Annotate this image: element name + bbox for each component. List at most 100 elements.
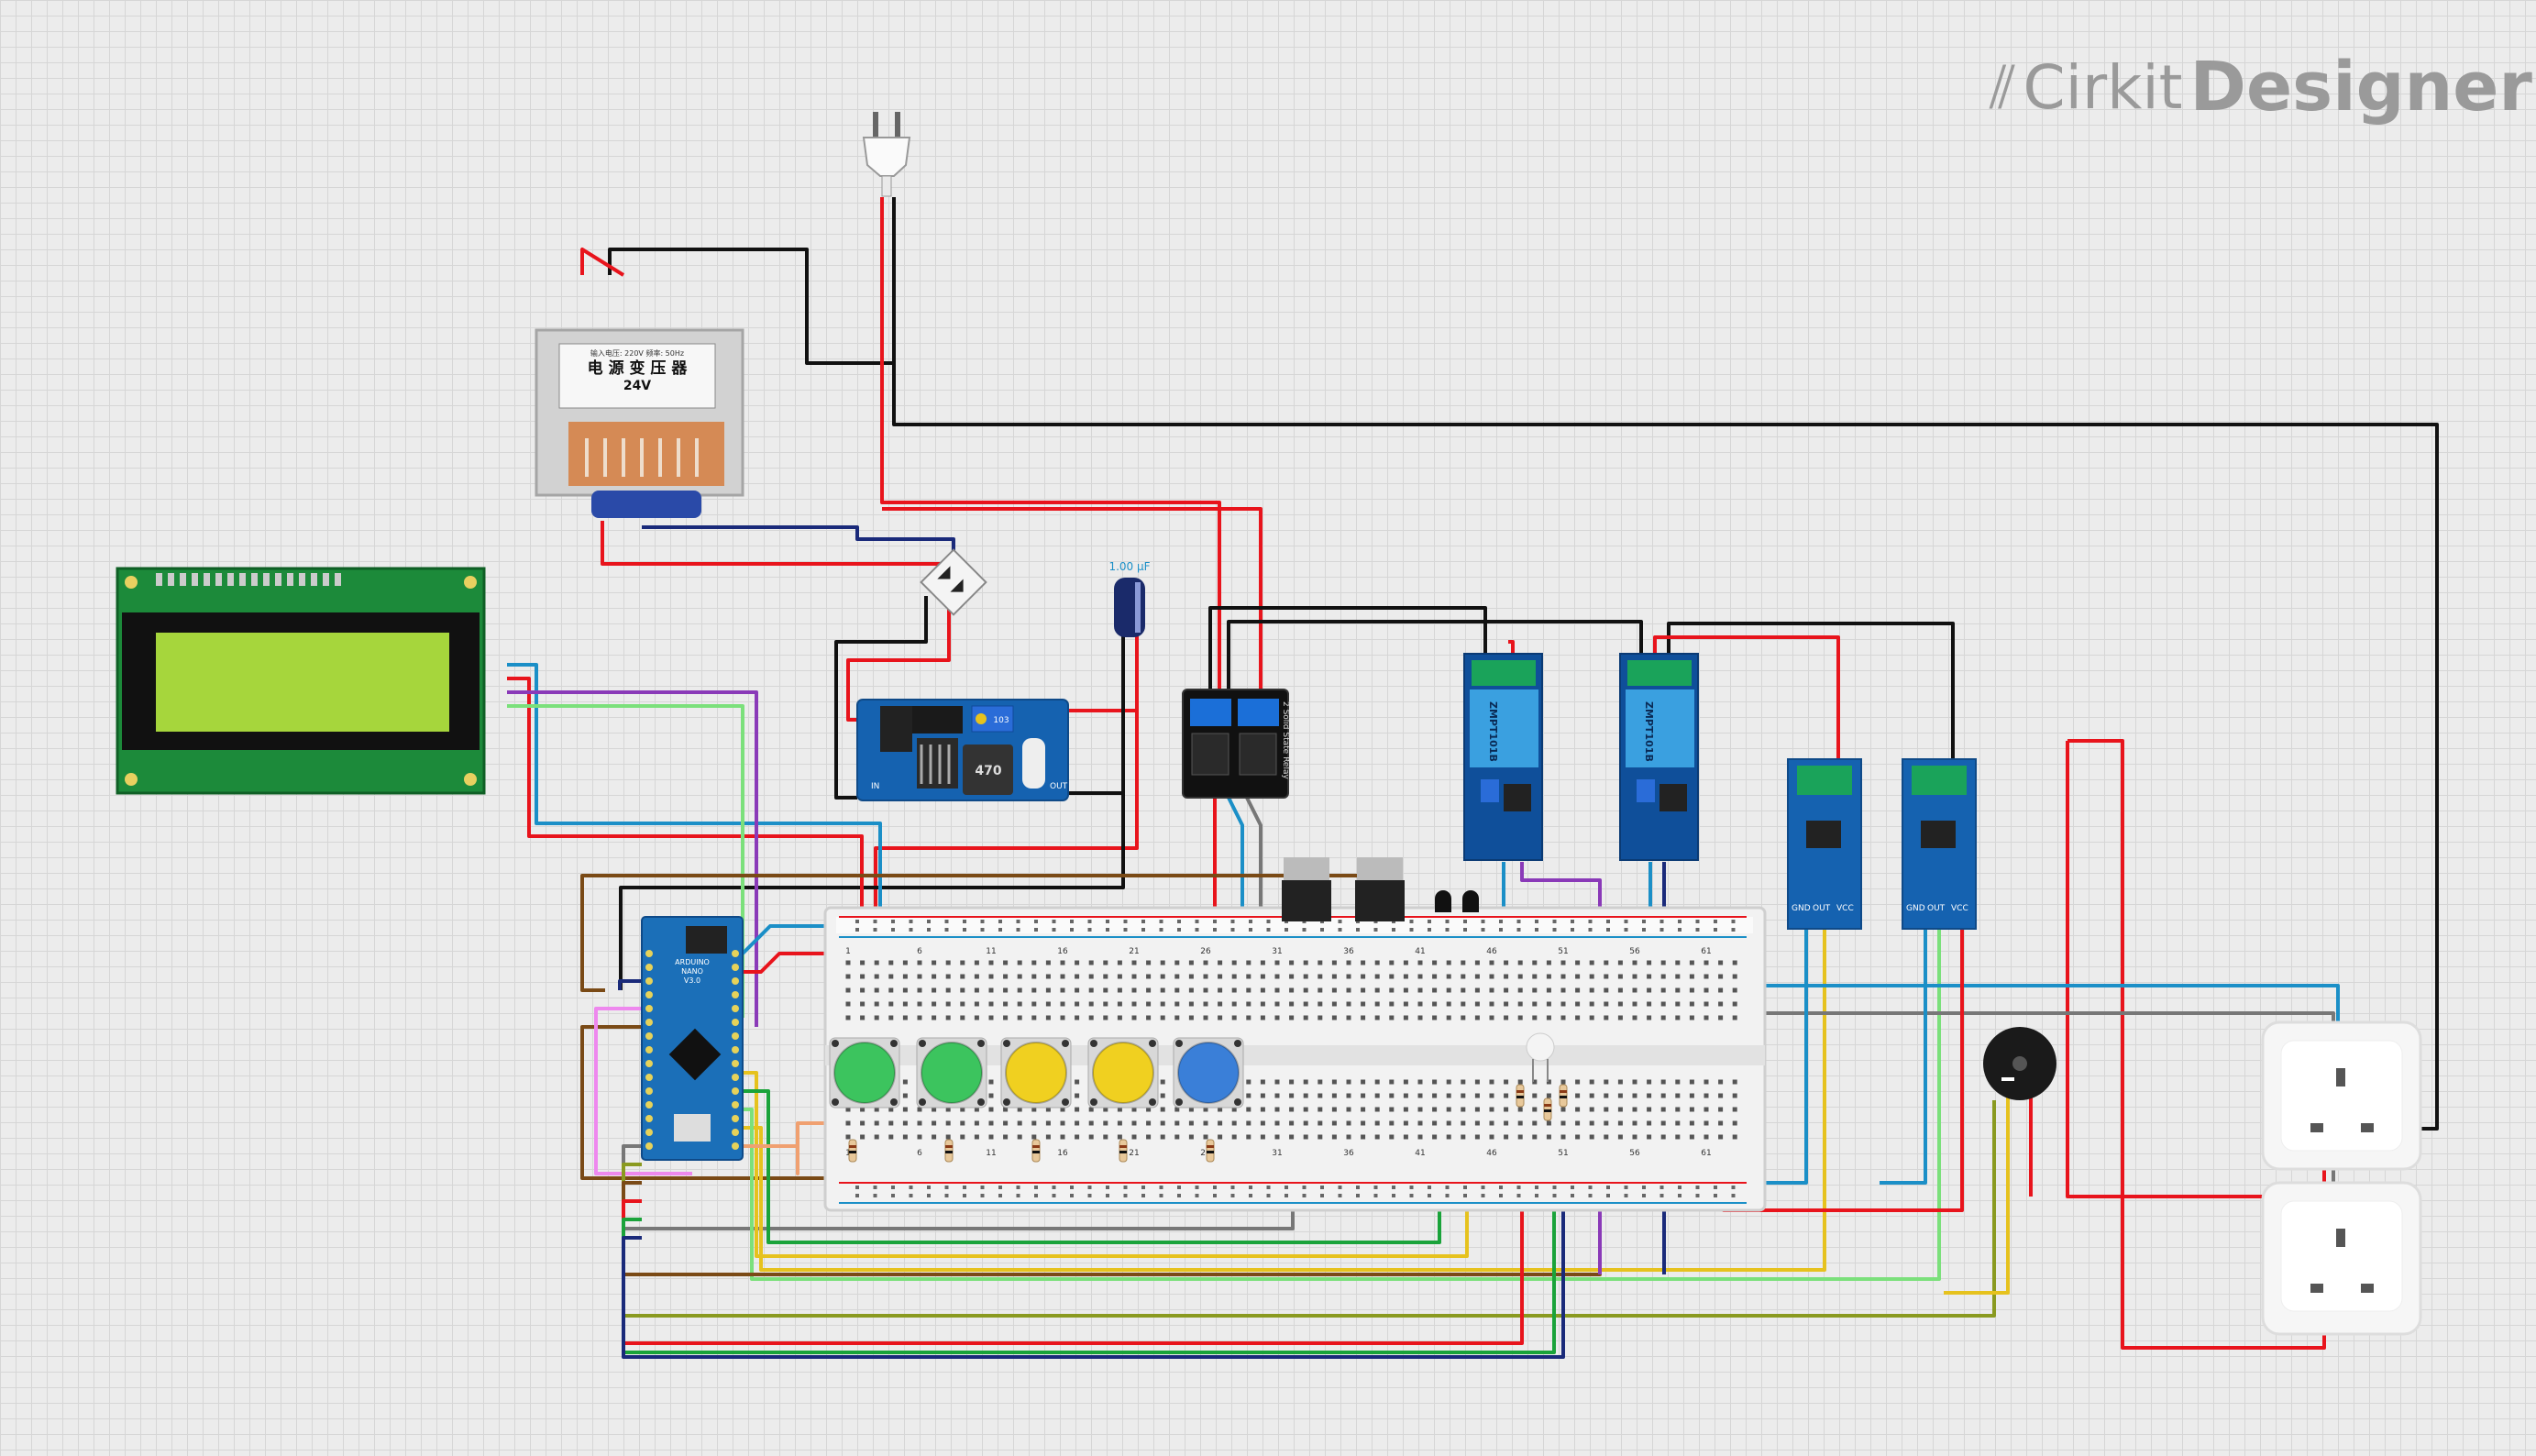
- breadboard-hole[interactable]: [945, 1015, 951, 1020]
- breadboard-hole[interactable]: [1331, 974, 1337, 979]
- wire-trafo-red-bottom[interactable]: [601, 521, 982, 584]
- breadboard-hole[interactable]: [1346, 1093, 1351, 1098]
- wire-relay-grey-out[interactable]: [1245, 797, 1262, 917]
- breadboard-hole[interactable]: [1461, 1079, 1466, 1085]
- breadboard-hole[interactable]: [974, 1015, 979, 1020]
- breadboard-hole[interactable]: [945, 960, 951, 965]
- breadboard-hole[interactable]: [1174, 1015, 1180, 1020]
- breadboard-hole[interactable]: [1003, 960, 1009, 965]
- power-rail-hole[interactable]: [1552, 1186, 1557, 1189]
- breadboard-hole[interactable]: [917, 987, 922, 993]
- breadboard-hole[interactable]: [1732, 960, 1737, 965]
- nano-pin[interactable]: [732, 1129, 739, 1136]
- breadboard-hole[interactable]: [1403, 1107, 1408, 1112]
- breadboard-hole[interactable]: [1504, 1120, 1509, 1126]
- breadboard-hole[interactable]: [1003, 1120, 1009, 1126]
- power-rail-hole[interactable]: [1642, 920, 1646, 923]
- breadboard-hole[interactable]: [1660, 1079, 1666, 1085]
- breadboard-hole[interactable]: [1017, 1134, 1022, 1140]
- breadboard-hole[interactable]: [1432, 1001, 1438, 1007]
- breadboard-hole[interactable]: [1060, 1107, 1065, 1112]
- breadboard-hole[interactable]: [1504, 987, 1509, 993]
- breadboard-hole[interactable]: [1417, 974, 1423, 979]
- breadboard-hole[interactable]: [1088, 974, 1094, 979]
- power-rail-hole[interactable]: [1445, 1194, 1450, 1197]
- breadboard-hole[interactable]: [1331, 1079, 1337, 1085]
- breadboard-hole[interactable]: [1246, 1079, 1251, 1085]
- breadboard-hole[interactable]: [1732, 1134, 1737, 1140]
- breadboard-hole[interactable]: [1575, 974, 1581, 979]
- power-rail-hole[interactable]: [980, 928, 985, 932]
- power-rail-hole[interactable]: [1141, 1186, 1145, 1189]
- breadboard-hole[interactable]: [874, 1107, 879, 1112]
- breadboard-hole[interactable]: [1474, 960, 1480, 965]
- wall-socket-2[interactable]: [2261, 1181, 2422, 1336]
- breadboard-hole[interactable]: [1604, 1120, 1609, 1126]
- power-rail-hole[interactable]: [1428, 928, 1431, 932]
- breadboard-hole[interactable]: [1303, 960, 1308, 965]
- power-rail-hole[interactable]: [1106, 928, 1109, 932]
- power-rail-hole[interactable]: [1624, 928, 1628, 932]
- breadboard-hole[interactable]: [1289, 1120, 1295, 1126]
- breadboard-hole[interactable]: [902, 1120, 908, 1126]
- breadboard-hole[interactable]: [1075, 987, 1080, 993]
- breadboard-hole[interactable]: [1361, 1134, 1366, 1140]
- power-rail-hole[interactable]: [1016, 1194, 1020, 1197]
- breadboard-hole[interactable]: [1617, 1093, 1623, 1098]
- transformer[interactable]: 输入电压: 220V 频率: 50Hz 电 源 变 压 器 24V: [535, 328, 744, 518]
- power-rail-hole[interactable]: [1159, 1186, 1163, 1189]
- breadboard-hole[interactable]: [1532, 1079, 1538, 1085]
- breadboard-hole[interactable]: [1532, 1093, 1538, 1098]
- breadboard-hole[interactable]: [1231, 1001, 1237, 1007]
- breadboard-hole[interactable]: [1604, 960, 1609, 965]
- breadboard-hole[interactable]: [1403, 1001, 1408, 1007]
- breadboard-hole[interactable]: [1088, 1134, 1094, 1140]
- power-rail-hole[interactable]: [1052, 1186, 1056, 1189]
- breadboard-hole[interactable]: [960, 960, 965, 965]
- breadboard-hole[interactable]: [1546, 960, 1551, 965]
- breadboard-hole[interactable]: [1647, 1015, 1652, 1020]
- breadboard-hole[interactable]: [1346, 1079, 1351, 1085]
- breadboard-hole[interactable]: [1675, 1093, 1681, 1098]
- breadboard-hole[interactable]: [974, 987, 979, 993]
- breadboard-hole[interactable]: [1117, 987, 1122, 993]
- breadboard-hole[interactable]: [1660, 960, 1666, 965]
- power-rail-hole[interactable]: [855, 928, 859, 932]
- breadboard-hole[interactable]: [1689, 1001, 1694, 1007]
- power-rail-hole[interactable]: [998, 1186, 1002, 1189]
- breadboard-hole[interactable]: [845, 960, 851, 965]
- breadboard-hole[interactable]: [1660, 1107, 1666, 1112]
- capacitor[interactable]: 1.00 µF: [1108, 560, 1151, 637]
- breadboard-hole[interactable]: [1045, 1015, 1051, 1020]
- breadboard-hole[interactable]: [1318, 1001, 1323, 1007]
- breadboard-hole[interactable]: [1589, 1001, 1594, 1007]
- power-rail-hole[interactable]: [1659, 928, 1664, 932]
- breadboard-hole[interactable]: [1689, 960, 1694, 965]
- power-rail-hole[interactable]: [1195, 928, 1199, 932]
- breadboard-hole[interactable]: [1446, 987, 1451, 993]
- breadboard-hole[interactable]: [1560, 1001, 1566, 1007]
- power-rail-hole[interactable]: [1714, 1186, 1717, 1189]
- breadboard-hole[interactable]: [988, 1093, 994, 1098]
- breadboard-hole[interactable]: [1017, 974, 1022, 979]
- breadboard-hole[interactable]: [1361, 974, 1366, 979]
- breadboard-hole[interactable]: [1632, 1107, 1637, 1112]
- breadboard-hole[interactable]: [1417, 1079, 1423, 1085]
- breadboard-hole[interactable]: [1632, 987, 1637, 993]
- breadboard-hole[interactable]: [1188, 1134, 1194, 1140]
- breadboard-hole[interactable]: [1303, 1093, 1308, 1098]
- breadboard-hole[interactable]: [960, 987, 965, 993]
- power-rail-hole[interactable]: [1052, 920, 1056, 923]
- breadboard-hole[interactable]: [1474, 1093, 1480, 1098]
- breadboard-hole[interactable]: [1174, 960, 1180, 965]
- breadboard-hole[interactable]: [1704, 960, 1709, 965]
- breadboard-hole[interactable]: [1274, 1079, 1280, 1085]
- breadboard-hole[interactable]: [1474, 987, 1480, 993]
- breadboard-hole[interactable]: [1318, 1120, 1323, 1126]
- breadboard-hole[interactable]: [1589, 1079, 1594, 1085]
- breadboard-hole[interactable]: [1675, 1079, 1681, 1085]
- breadboard-hole[interactable]: [1389, 1120, 1395, 1126]
- power-rail-hole[interactable]: [855, 920, 859, 923]
- breadboard-hole[interactable]: [1560, 960, 1566, 965]
